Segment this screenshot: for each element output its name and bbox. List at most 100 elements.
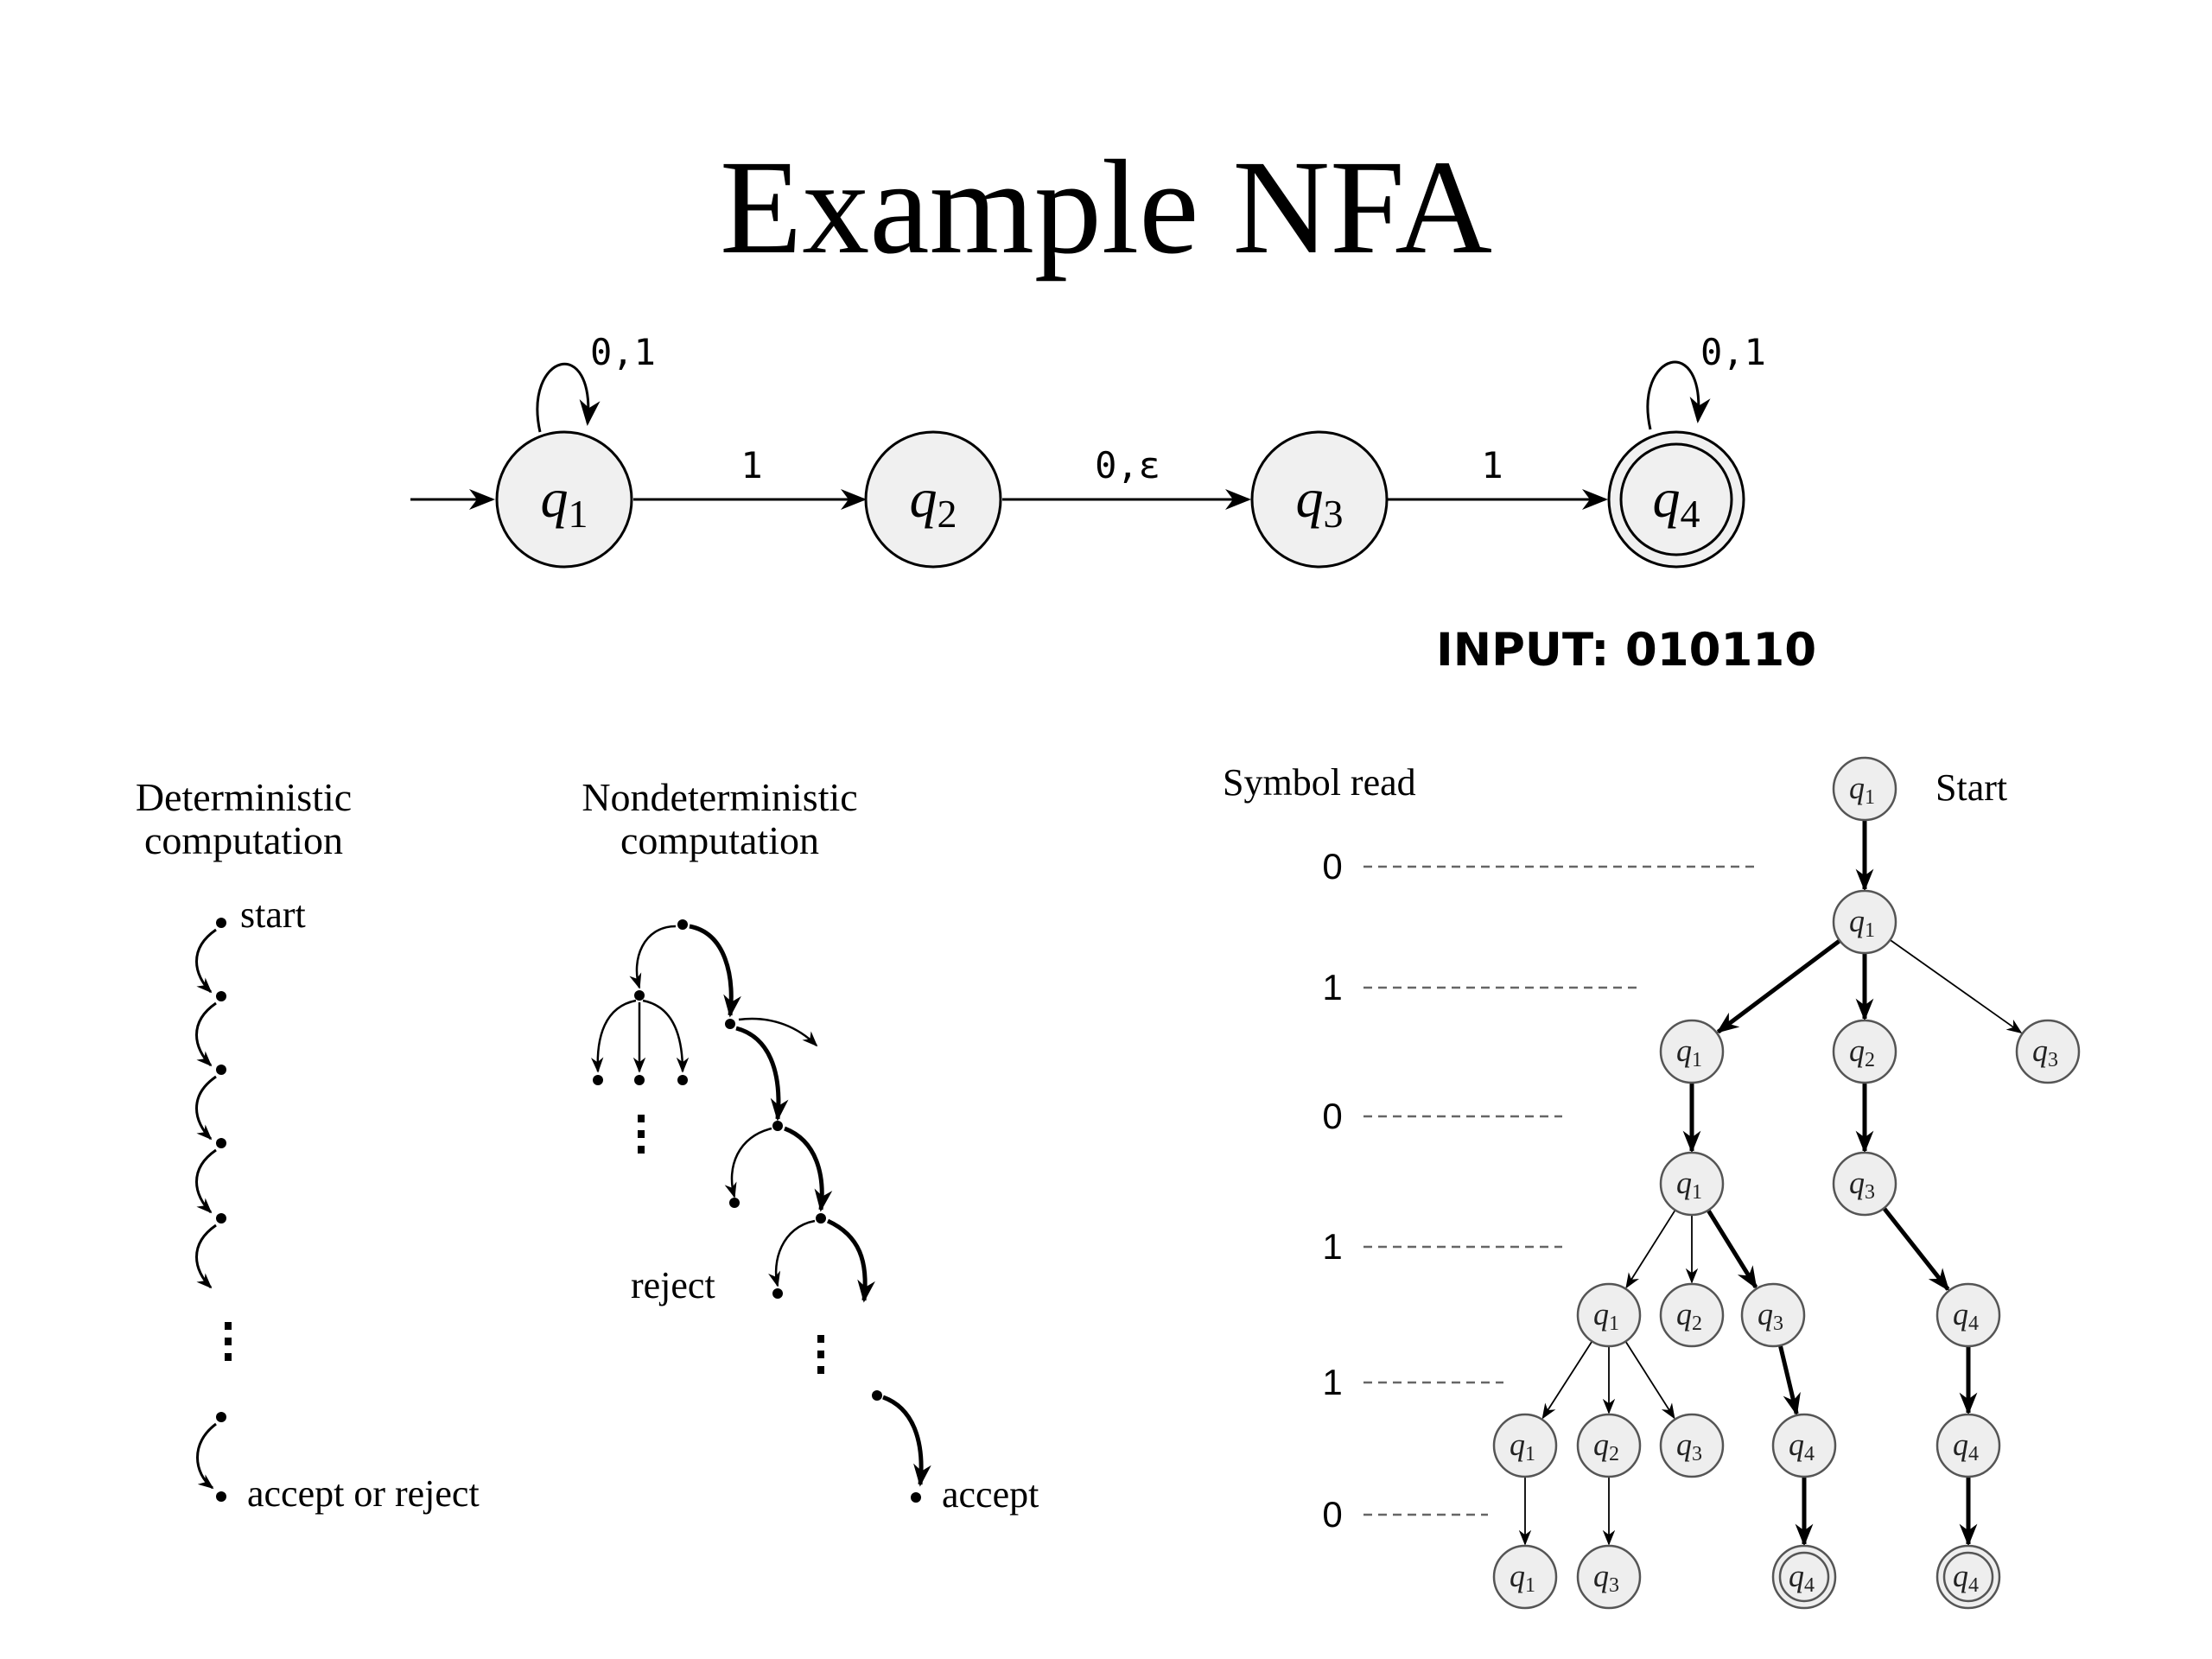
tree-node-label: q1 <box>1593 1297 1619 1335</box>
dot <box>634 990 645 1001</box>
dot <box>216 1213 226 1224</box>
tree-node: q1 <box>1576 1282 1642 1348</box>
tree-edge <box>1625 1209 1676 1289</box>
tree-node-label: q3 <box>2032 1033 2058 1071</box>
arrow <box>629 925 677 989</box>
tree-edge <box>1716 938 1841 1034</box>
tree-node: q4 <box>1936 1413 2001 1478</box>
nondet-heading-line1: Nondeterministic <box>582 775 857 819</box>
dot <box>677 919 688 930</box>
arrow <box>784 1126 833 1212</box>
det-chain <box>195 918 232 1502</box>
tree-edge <box>1882 1206 1950 1292</box>
dot <box>593 1075 603 1085</box>
state-name: q <box>1653 467 1681 529</box>
tree-node-circle <box>2015 1019 2081 1084</box>
nfa-state-diagram: 0,1 0,1 1 0,ε 1 q1 q2 <box>410 331 1766 569</box>
nondet-heading-line2: computation <box>620 818 819 862</box>
tree-node-label: q2 <box>1676 1297 1702 1335</box>
arrow <box>735 1026 789 1122</box>
tree-node-circle <box>1659 1282 1725 1348</box>
dot <box>772 1121 783 1131</box>
state-name: q <box>1296 467 1324 529</box>
tree-node: q1 <box>1492 1413 1558 1478</box>
tree-node: q1 <box>1492 1544 1558 1610</box>
ellipsis-dot <box>638 1115 645 1122</box>
nondet-accept-label: accept <box>942 1473 1039 1516</box>
nondet-reject-label: reject <box>631 1264 715 1306</box>
tree-node-circle <box>1832 756 1897 822</box>
tree-node: q3 <box>1740 1282 1806 1348</box>
tree-node-label: q3 <box>1758 1297 1783 1335</box>
tree-node-circle <box>1832 889 1897 955</box>
arrow <box>689 924 741 1018</box>
state-name: q <box>910 467 938 529</box>
symbol-levels: 010110 <box>1322 846 1754 1535</box>
tree-node-accept-ring <box>1778 1551 1830 1603</box>
tree-node: q3 <box>2015 1019 2081 1084</box>
ellipsis-dot <box>817 1366 824 1374</box>
tree-node-circle <box>1659 1151 1725 1217</box>
state-q1: q1 <box>495 430 633 569</box>
arrow <box>724 1127 772 1198</box>
transition-label-q2-q3: 0,ε <box>1095 444 1160 486</box>
tree-node-circle <box>1576 1282 1642 1348</box>
svg-text:q4: q4 <box>1653 467 1700 536</box>
tree-node: q2 <box>1659 1282 1725 1348</box>
tree-node-label: q4 <box>1953 1427 1979 1465</box>
tree-node: q4 <box>1936 1282 2001 1348</box>
svg-text:q2: q2 <box>910 467 957 536</box>
svg-text:q1: q1 <box>541 467 588 536</box>
det-step-arrow <box>195 1075 217 1141</box>
tree-edge <box>1706 1209 1758 1289</box>
tree-node: q4 <box>1936 1544 2001 1610</box>
ellipsis-dot <box>225 1322 232 1330</box>
arrow <box>768 1219 816 1287</box>
state-q3: q3 <box>1250 430 1389 569</box>
dot <box>816 1213 826 1224</box>
tree-node-label: q1 <box>1676 1033 1702 1071</box>
symbol-level-0: 0 <box>1322 846 1342 887</box>
tree-node-accept-ring <box>1942 1551 1994 1603</box>
arrow <box>591 999 637 1073</box>
slide-title: Example NFA <box>720 132 1492 282</box>
state-sub: 1 <box>569 492 588 536</box>
tree-node-circle <box>1936 1282 2001 1348</box>
tree-node: q1 <box>1659 1151 1725 1217</box>
tree-edge <box>1889 939 2023 1034</box>
state-sub: 4 <box>1681 492 1700 536</box>
tree-node-label: q1 <box>1510 1427 1535 1465</box>
symbol-level-3: 1 <box>1322 1226 1342 1267</box>
tree-node: q3 <box>1659 1413 1725 1478</box>
tree-node: q2 <box>1576 1413 1642 1478</box>
arrow <box>738 1017 818 1047</box>
dot <box>772 1288 783 1299</box>
tree-edge <box>1541 1340 1593 1420</box>
dot <box>872 1390 882 1401</box>
tree-node-label: q1 <box>1510 1559 1535 1597</box>
dot <box>677 1075 688 1085</box>
tree-node: q1 <box>1832 756 1897 822</box>
transition-label-q3-q4: 1 <box>1481 444 1503 486</box>
tree-node: q3 <box>1576 1544 1642 1610</box>
loop-label-q4: 0,1 <box>1700 331 1766 373</box>
ellipsis-dot <box>817 1335 824 1343</box>
dot <box>729 1198 740 1208</box>
deterministic-computation: Deterministic computation start accept o… <box>136 775 480 1515</box>
tree-node-label: q2 <box>1593 1427 1619 1465</box>
tree-node-circle <box>1576 1544 1642 1610</box>
det-heading-line2: computation <box>144 818 343 862</box>
state-sub: 3 <box>1324 492 1344 536</box>
tree-node-circle <box>1740 1282 1806 1348</box>
det-end-label: accept or reject <box>247 1472 480 1515</box>
tree-edge <box>1777 1344 1801 1416</box>
tree-node-circle <box>1832 1019 1897 1084</box>
tree-node: q1 <box>1659 1019 1725 1084</box>
arrow <box>642 999 690 1073</box>
state-q2: q2 <box>864 430 1002 569</box>
det-step-arrow <box>195 928 217 994</box>
tree-node-label: q1 <box>1849 771 1875 809</box>
dot <box>725 1019 735 1029</box>
